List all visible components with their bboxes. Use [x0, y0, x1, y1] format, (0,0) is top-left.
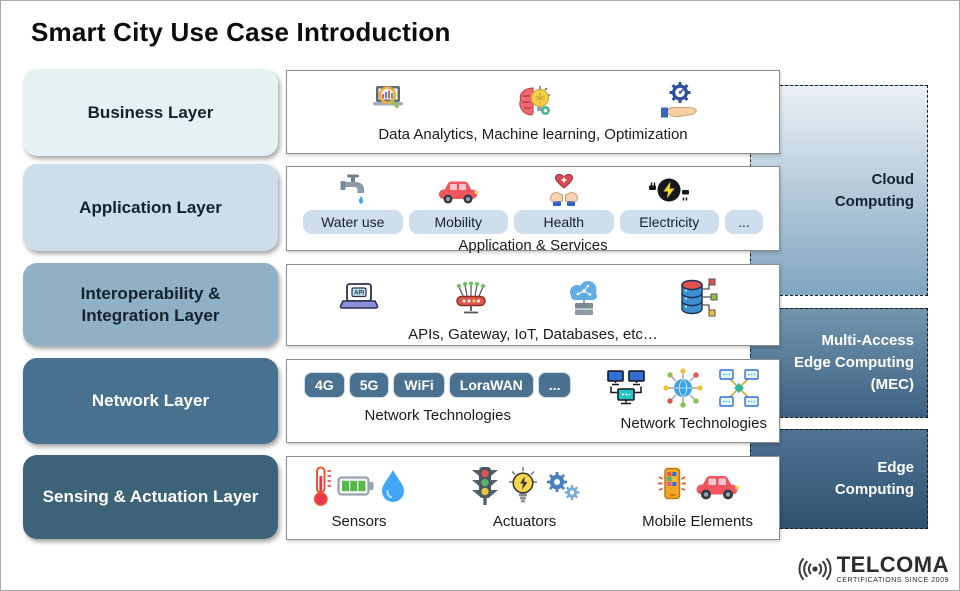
mobile-elements-group: Mobile Elements — [642, 463, 753, 530]
machine-learning-brain-icon — [514, 84, 554, 122]
electricity-column: Electricity — [619, 173, 719, 234]
application-caption: Application & Services — [458, 237, 608, 254]
business-caption: Data Analytics, Machine learning, Optimi… — [378, 126, 688, 143]
interoperability-layer-label: Interoperability & Integration Layer — [23, 263, 278, 346]
edge-computing-label: Edge — [877, 459, 914, 477]
logo-tagline: CERTIFICATIONS SINCE 2009 — [836, 577, 949, 584]
mobile-elements-label: Mobile Elements — [642, 513, 753, 530]
water-drop-icon — [379, 468, 407, 504]
sensors-group: Sensors — [311, 463, 407, 530]
globe-network-icon — [661, 366, 705, 410]
api-laptop-icon: API — [337, 281, 381, 319]
more-applications-column: ... — [725, 210, 763, 234]
mobility-pill: Mobility — [408, 210, 508, 234]
pill-wifi: WiFi — [393, 372, 445, 398]
health-pill: Health — [514, 210, 614, 234]
network-caption-left: Network Technologies — [364, 407, 511, 424]
radio-waves-icon — [796, 554, 834, 584]
edge-computing-label: Computing — [834, 481, 914, 498]
gateway-device-icon — [450, 279, 492, 319]
electricity-plug-icon — [648, 173, 690, 207]
network-caption-right: Network Technologies — [620, 415, 767, 432]
water-use-column: Water use — [303, 173, 403, 234]
health-column: Health — [514, 171, 614, 234]
analytics-laptop-icon — [366, 82, 410, 122]
interoperability-content-box: API — [286, 264, 780, 346]
pill-4g: 4G — [304, 372, 345, 398]
cloud-computing-label: Cloud — [871, 170, 915, 188]
iot-cloud-server-icon — [562, 279, 606, 319]
business-layer-label: Business Layer — [23, 69, 278, 156]
battery-icon — [337, 474, 375, 498]
computer-network-icon — [603, 367, 649, 409]
application-content-box: Water use Mobility — [286, 166, 780, 254]
mec-label: (MEC) — [870, 375, 914, 393]
business-content-box: Data Analytics, Machine learning, Optimi… — [286, 70, 780, 154]
sensors-label: Sensors — [331, 513, 387, 530]
application-layer-label: Application Layer — [23, 164, 278, 251]
gears-icon — [543, 468, 583, 504]
interoperability-caption: APIs, Gateway, IoT, Databases, etc… — [408, 326, 658, 343]
telcoma-logo: TELCOMA CERTIFICATIONS SINCE 2009 — [796, 554, 949, 584]
smartphone-icon — [655, 466, 689, 506]
actuators-label: Actuators — [492, 513, 557, 530]
logo-name: TELCOMA — [836, 552, 949, 577]
mobility-car-icon — [436, 175, 480, 207]
optimization-gear-hand-icon — [658, 80, 700, 122]
network-content-box: 4G 5G WiFi LoraWAN ... Network Technolog… — [286, 359, 780, 443]
mobility-column: Mobility — [408, 175, 508, 234]
bulb-icon — [507, 466, 539, 506]
sensing-content-box: Sensors — [286, 456, 780, 540]
cloud-computing-label: Computing — [834, 192, 914, 210]
database-stack-icon — [675, 277, 719, 319]
pill-5g: 5G — [348, 372, 390, 398]
more-applications-pill: ... — [725, 210, 763, 234]
water-faucet-icon — [334, 173, 372, 207]
thermometer-icon — [311, 465, 333, 507]
traffic-light-icon — [467, 465, 503, 507]
mec-label: Multi-Access — [821, 332, 914, 350]
car-icon — [693, 469, 741, 503]
network-layer-label: Network Layer — [23, 358, 278, 444]
actuators-group: Actuators — [467, 463, 583, 530]
distributed-network-icon — [717, 368, 761, 408]
water-use-pill: Water use — [303, 210, 403, 234]
health-heart-hands-icon — [546, 171, 582, 207]
page-title: Smart City Use Case Introduction — [31, 17, 451, 47]
sensing-layer-label: Sensing & Actuation Layer — [23, 455, 278, 539]
api-icon-text: API — [354, 291, 364, 297]
pill-lorawan: LoraWAN — [448, 372, 534, 398]
electricity-pill: Electricity — [619, 210, 719, 234]
mec-label: Edge Computing — [794, 354, 914, 372]
pill-more-networks: ... — [537, 372, 572, 398]
